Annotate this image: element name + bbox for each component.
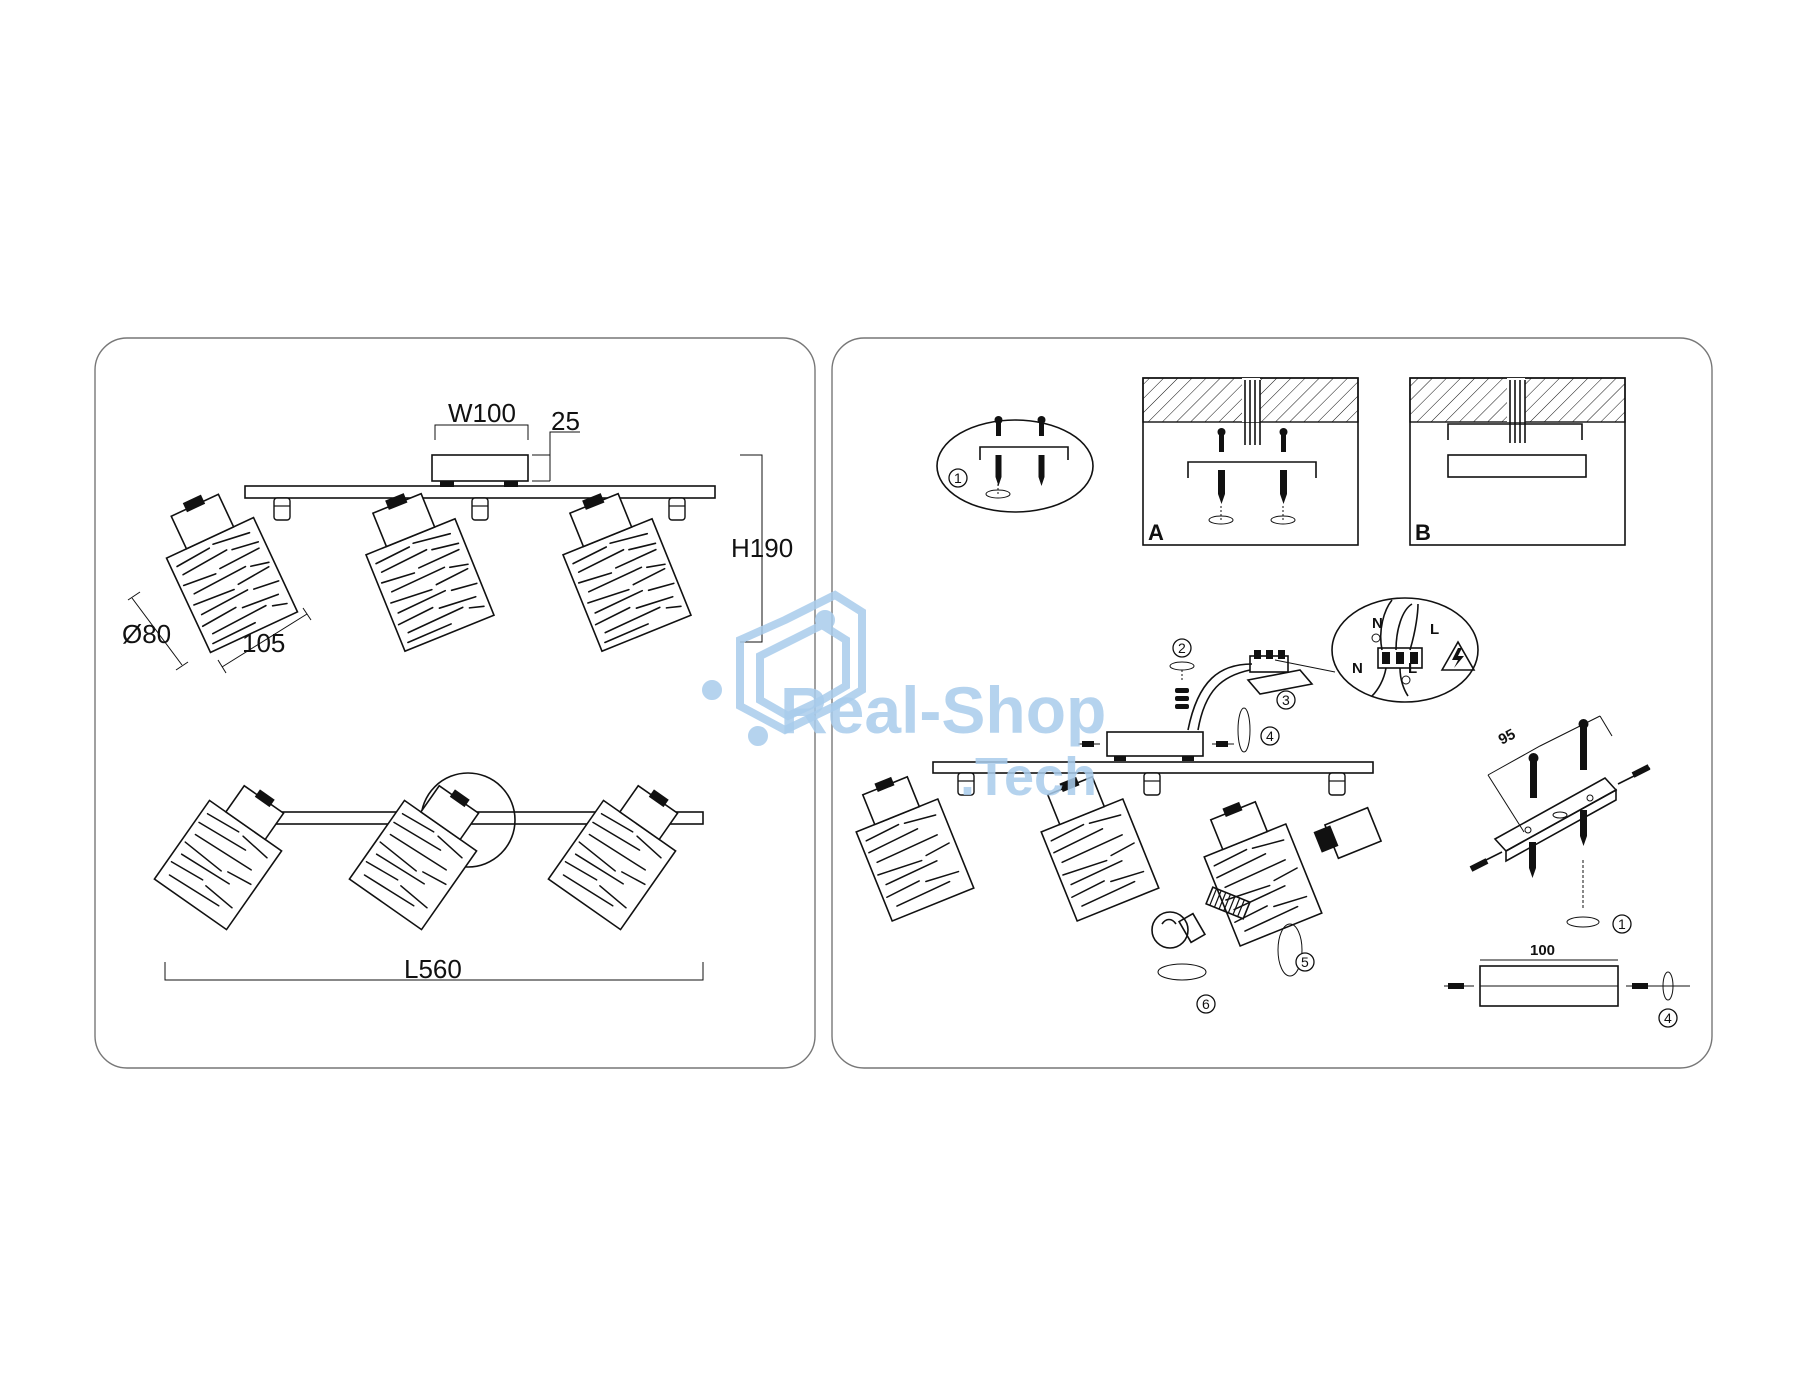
step5-number: 5 [1301,954,1309,970]
step3-number: 3 [1282,692,1290,708]
detail-a-label: A [1148,520,1164,545]
width-dimension: W100 [434,398,529,440]
diameter-dimension: Ø80 [122,591,189,671]
step4-number: 4 [1266,728,1274,744]
bracket-spacing-label: 95 [1496,726,1519,749]
depth-dimension: 25 [532,406,580,482]
height-dimension: H190 [731,454,793,643]
width-label: W100 [448,398,516,428]
detail-a: A [1142,377,1359,546]
step2-number: 2 [1178,640,1186,656]
depth-label: 25 [551,406,580,436]
wiring-detail: N L N L [1274,597,1479,703]
right-panel [831,337,1713,1069]
step1-number: 1 [954,470,962,486]
shade-length-dimension: 105 [217,607,312,674]
base-width-label: 100 [1530,942,1555,959]
length-dimension: L560 [164,954,704,984]
front-view [147,454,716,654]
height-label: H190 [731,533,793,563]
bracket-detail: 95 1 [1469,715,1651,934]
step1-ellipse-detail: 1 [936,416,1094,513]
assembly-view: 3 2 4 [841,638,1383,1014]
watermark-line1: Real-Shop [780,673,1106,747]
diameter-label: Ø80 [122,619,171,649]
base-step4-number: 4 [1664,1010,1672,1026]
wire-n-top: N [1372,615,1383,632]
watermark-line2: .Tech [960,747,1097,807]
watermark-logo-icon [702,590,866,746]
detail-b-label: B [1415,520,1431,545]
base-width-detail: 100 4 [1444,942,1690,1028]
length-label: L560 [404,954,462,984]
step6-number: 6 [1202,996,1210,1012]
wire-l-bottom: L [1408,660,1417,677]
watermark: Real-Shop .Tech [702,590,1106,807]
bracket-step1-number: 1 [1618,916,1626,932]
wire-l-top: L [1430,621,1439,638]
shade-length-label: 105 [242,628,285,658]
detail-b: B [1409,377,1626,546]
top-view [153,768,704,931]
wire-n-bottom: N [1352,660,1363,677]
